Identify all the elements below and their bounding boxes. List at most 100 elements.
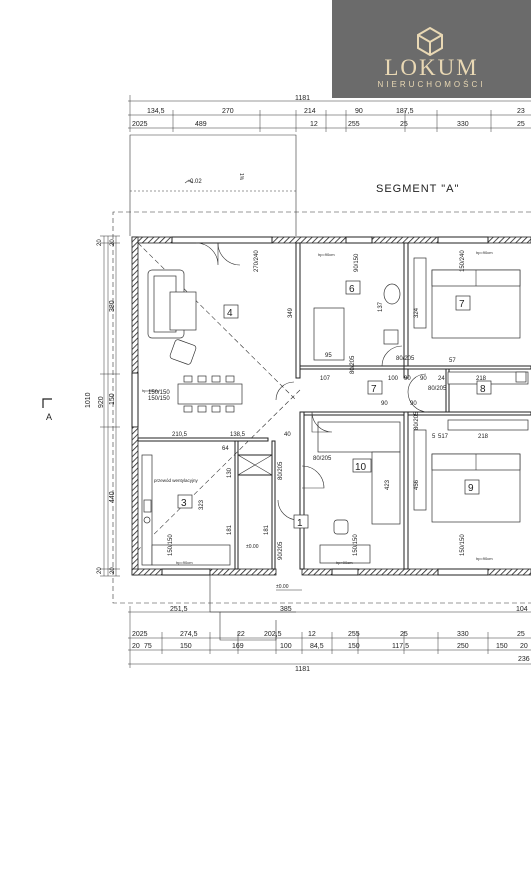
dim-left-20c: 20: [97, 567, 103, 574]
dim-top-r3-b: 489: [195, 121, 207, 128]
dim-top-r3-g: 25: [517, 121, 525, 128]
dim-bot-r1-i: 25: [517, 631, 525, 638]
room-labels: 4 6 7 7 8 9 10 3 1: [177, 280, 492, 529]
interior-annotations: 270/240 90/150 150/240 150/150 150/150 1…: [142, 250, 493, 590]
dim-top-r2-a: 134,5: [147, 108, 165, 115]
dim-210-5: 210,5: [172, 432, 188, 438]
dim-top-r3-e: 25: [400, 121, 408, 128]
door-2: 80/205: [396, 356, 415, 362]
dim-left-total: 1010: [85, 392, 92, 408]
dim-bot-r2-b: 75: [144, 643, 152, 650]
dim-bot-r2-f: 84,5: [310, 643, 324, 650]
terrace-slope: 1%: [238, 173, 244, 181]
dim-bot-r1-c: 22: [237, 631, 245, 638]
dim-bot-total: 1181: [295, 666, 310, 673]
dim-bottom-104: 104: [516, 606, 528, 613]
dim-top-r3-f: 330: [457, 121, 469, 128]
dim-130: 130: [227, 467, 233, 478]
dim-left-380: 380: [109, 300, 116, 312]
dim-bot-r1-b: 274,5: [180, 631, 198, 638]
dim-top-r2-d: 90: [355, 108, 363, 115]
outer-walls: [131, 236, 531, 576]
house-cube-icon: [417, 26, 443, 56]
dim-5: 5: [432, 434, 436, 440]
dim-24: 24: [438, 376, 445, 382]
door-5: 80/205: [313, 456, 332, 462]
window-90-150: 90/150: [354, 253, 360, 272]
dim-bottom-251-5: 251,5: [170, 606, 188, 613]
room-3-label: 3: [181, 498, 187, 509]
window-room9-150: 150/150: [460, 534, 466, 556]
room-7-label: 7: [459, 299, 465, 310]
window-note-4: hp=90cm: [176, 560, 193, 565]
window-note-6: hp=90cm: [336, 560, 353, 565]
dim-137: 137: [378, 301, 384, 312]
dim-bot-r1-h: 330: [457, 631, 469, 638]
dim-100: 100: [388, 376, 399, 382]
dim-left-20a: 20: [97, 239, 103, 246]
room-10-label: 10: [355, 462, 367, 473]
dim-left-920: 920: [98, 396, 105, 408]
dim-bot-r2-k: 20: [520, 643, 528, 650]
dim-top-r3-c: 12: [310, 121, 318, 128]
dim-349: 349: [288, 307, 294, 318]
dim-bot-r2-c: 150: [180, 643, 192, 650]
dim-top-r2-f: 23: [517, 108, 525, 115]
dim-bot-r1-e: 12: [308, 631, 316, 638]
dim-bot-r2-g: 150: [348, 643, 360, 650]
level-note-2: ±0.00: [276, 584, 289, 590]
room-9-label: 9: [468, 483, 474, 494]
door-6: 80/205: [278, 461, 284, 480]
dim-95: 95: [325, 353, 332, 359]
logo-banner: [332, 0, 531, 98]
dim-bot-total-right: 236: [518, 656, 530, 663]
terrace-level: -0.02: [188, 179, 202, 185]
dim-323: 323: [199, 499, 205, 510]
dim-181a: 181: [227, 524, 233, 535]
dim-bot-r2-h: 117,5: [392, 643, 409, 650]
window-room10-150: 150/150: [353, 534, 359, 556]
left-dimension-chain: 1010 920 20 20 380 150 440 20 20: [85, 235, 120, 577]
logo-name: LOKUM: [384, 55, 479, 80]
window-270-240: 270/240: [254, 250, 260, 272]
dim-218a: 218: [476, 376, 487, 382]
room-1-label: 1: [297, 518, 303, 529]
door-3: 80/205: [428, 386, 447, 392]
room-7-hall-label: 7: [371, 384, 377, 395]
window-note-5: hp=90cm: [142, 388, 159, 393]
dim-bot-r2-d: 169: [232, 643, 244, 650]
dim-bot-r1-a: 2025: [132, 631, 148, 638]
door-1: 80/205: [350, 355, 356, 374]
furniture: [141, 257, 529, 566]
dim-bot-r2-i: 250: [457, 643, 469, 650]
dim-top-r2-b: 270: [222, 108, 234, 115]
section-marker: A: [42, 398, 52, 422]
section-marker-label: A: [46, 412, 52, 422]
dim-138-5: 138,5: [230, 432, 246, 438]
segment-label: SEGMENT "A": [376, 183, 459, 195]
dim-324: 324: [414, 307, 420, 318]
dim-181b: 181: [264, 524, 270, 535]
dim-top-r3-a: 2025: [132, 121, 148, 128]
window-kitchen-150: 150/150: [168, 534, 174, 556]
dim-bot-r2-e: 100: [280, 643, 292, 650]
roof-outline: [112, 211, 531, 604]
room-4-label: 4: [227, 308, 233, 319]
dim-left-20d: 20: [110, 567, 116, 574]
dim-90b: 90: [410, 401, 417, 407]
dim-90a: 90: [381, 401, 388, 407]
window-extra-150: 150/150: [148, 390, 170, 396]
window-150-240: 150/240: [460, 250, 466, 272]
terrace-outline: -0.02 1%: [129, 134, 297, 236]
room-8-label: 8: [480, 384, 486, 395]
bottom-dimension-chain: 251,5 385 104 2025 274,5 22 202,5 12 255…: [128, 606, 531, 673]
dim-top-total: 1181: [295, 95, 310, 102]
dim-107: 107: [320, 376, 331, 382]
dim-57: 57: [449, 358, 456, 364]
window-note-3: hp=90cm: [476, 556, 493, 561]
dim-top-r2-c: 214: [304, 108, 316, 115]
window-note-1: hp=90cm: [318, 252, 335, 257]
dim-423: 423: [385, 479, 391, 490]
dim-top-r2-e: 187,5: [396, 108, 414, 115]
